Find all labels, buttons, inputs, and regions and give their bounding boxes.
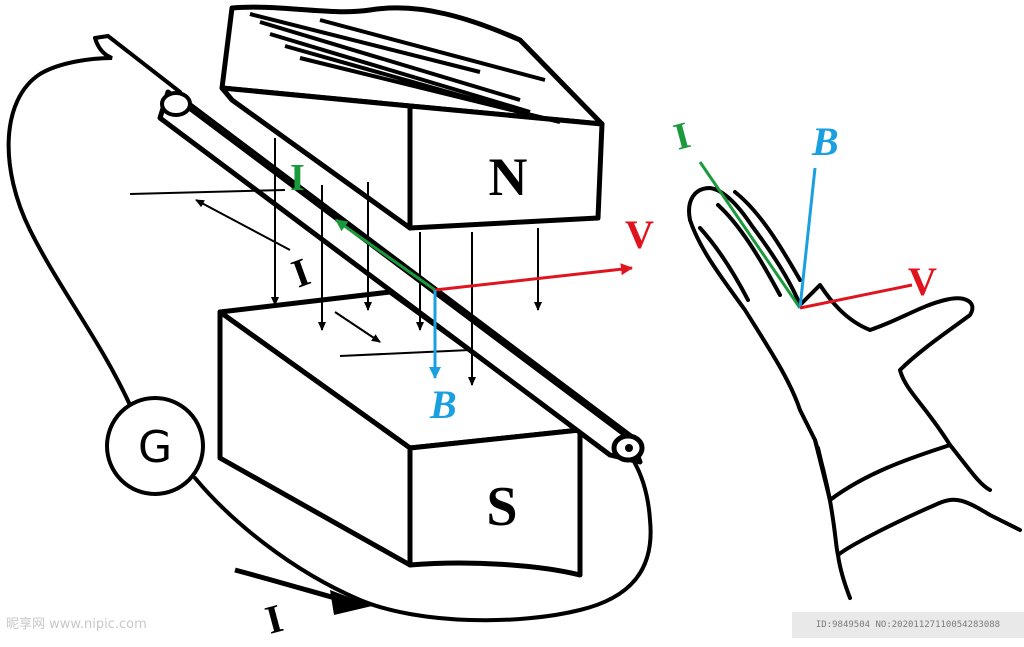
hand-field-vector [798,167,817,309]
right-hand [687,186,1022,600]
galvanometer-label: G [138,422,172,473]
current-label-main: I [261,595,288,642]
north-magnet: N [219,4,605,231]
hand-velocity-vector [799,283,913,310]
circuit-wire [6,36,653,623]
hand-field-label: B [811,119,839,164]
hand-velocity-label: V [908,259,937,304]
site-watermark-logo: 昵享网 www.nipic.com [6,617,147,632]
circuit-wire-top [93,33,182,94]
hand-vectors [698,161,913,310]
south-magnet: S [217,289,583,578]
south-pole-label: S [486,476,517,538]
circuit-current-arrow [234,567,372,615]
galvanometer: G [105,396,205,496]
velocity-vector [434,263,633,292]
image-id-watermark: ID:9849504 NO:20201127110054283088 [792,612,1024,638]
field-lines [129,138,542,386]
current-vector [335,218,436,292]
hand-current-label: I [669,114,694,158]
hand-current-vector [698,161,802,309]
conductor-rod [157,89,645,465]
field-label: B [429,382,457,427]
current-label-field: I [286,249,316,297]
velocity-label: V [625,212,654,257]
current-label-green: I [290,157,305,199]
north-pole-label: N [489,147,528,207]
rod-vectors [335,218,633,379]
